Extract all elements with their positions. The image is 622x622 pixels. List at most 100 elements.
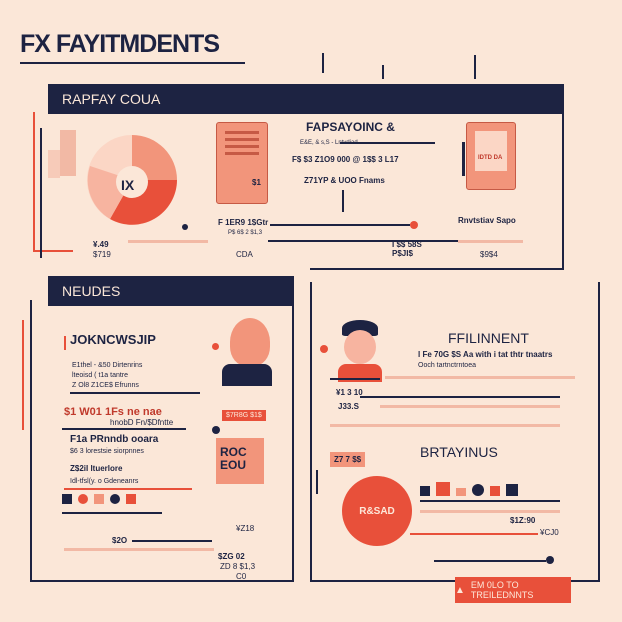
- section-title: JOKNCWSJIP: [70, 332, 156, 347]
- item-desc: Idl-tfsl(y. o Gdeneanrs: [70, 478, 139, 485]
- desc-line: E1thel - &50 Dirtenrins: [72, 362, 143, 369]
- pie-chart: [87, 135, 177, 225]
- section-title: BRTAYINUS: [420, 444, 498, 460]
- panel-right-border-right: [598, 282, 600, 582]
- desc-line: l Fe 70G $S Aa with i tat thtr tnaatrs: [418, 350, 553, 359]
- indicator-dot: [212, 426, 220, 434]
- accent-bar: [462, 142, 465, 176]
- badge-text: ROC EOU: [220, 445, 247, 472]
- person-body: [222, 364, 272, 386]
- left-value: $719: [93, 250, 111, 259]
- mid-value: F 1ER9 1$Gtr: [218, 218, 269, 227]
- panel-top-border-right: [562, 84, 564, 270]
- device-card-label: IDTD DA: [478, 155, 503, 161]
- stat-line: hnobD Fn/$Dfntte: [110, 418, 174, 427]
- panel-top-heading: RAPFAY COUA: [62, 91, 161, 107]
- indicator-dot: [212, 343, 219, 350]
- summary-line: Z71YP & UOO Fnams: [304, 176, 385, 185]
- stat-rule: [62, 428, 186, 430]
- connector-red: [33, 250, 73, 252]
- person-head: [344, 330, 376, 364]
- building-icon: [60, 130, 76, 176]
- person-illustration: [230, 318, 270, 366]
- faded-bar: [128, 240, 208, 243]
- progress-line: [360, 396, 560, 398]
- item-desc: $6 3 lorestsie siorpnnes: [70, 448, 144, 455]
- summary-line: F$ $3 Z1O9 000 @ 1$$ 3 L17: [292, 155, 399, 164]
- desc-line: lteoisd ( t1a tantre: [72, 372, 129, 379]
- summary-line: E&E, & s,S - Lntvdiad: [300, 140, 358, 146]
- stat-rule: [330, 378, 380, 380]
- box-icon: [456, 488, 466, 496]
- connector-red: [22, 320, 24, 430]
- value-badge: Z7 7 $$: [330, 452, 366, 467]
- desc-rule: [70, 392, 200, 394]
- desc-line: Z Ol8 Z1CE$ Efrunns: [72, 382, 139, 389]
- panel-left-heading: NEUDES: [62, 283, 121, 299]
- tag-badge: $7R8G $1$: [222, 410, 266, 421]
- building-icon: [48, 150, 60, 178]
- person-body: [338, 364, 382, 382]
- circle-icon: [78, 494, 88, 504]
- bottom-code: C0: [236, 572, 247, 581]
- badge-card: [216, 438, 264, 484]
- bottom-rule: [132, 540, 212, 542]
- panel-left-header: NEUDES: [48, 276, 294, 306]
- mid-value: P$ 6$ 2 $1,3: [228, 230, 263, 236]
- mid-value: I $$ 58S: [392, 240, 422, 249]
- bottom-value: $2O: [112, 536, 128, 545]
- box-icon: [94, 494, 104, 504]
- bottom-value: $ZG 02: [218, 552, 245, 561]
- cta-button[interactable]: ▲ EM 0LO TO TREILEDNNTS: [455, 577, 571, 603]
- box-icon: [420, 486, 430, 496]
- panel-left-border-right: [292, 276, 294, 582]
- right-label: Rnvtstiav Sapo: [458, 216, 516, 225]
- bottom-value: ZD 8 $1,3: [220, 562, 256, 571]
- panel-top-header: RAPFAY COUA: [48, 84, 564, 114]
- right-value: J33.S: [338, 402, 359, 411]
- document-card: [216, 122, 268, 204]
- bottom-value: ¥Z18: [236, 524, 255, 533]
- arrow-line: [434, 560, 546, 562]
- left-value: ¥.49: [93, 240, 109, 249]
- faded-bar: [64, 548, 214, 551]
- item-title: F1a PRnndb ooara: [70, 434, 159, 445]
- mid-value: P$JI$: [392, 249, 413, 258]
- text-rule: [340, 142, 435, 144]
- divider-tick: [474, 55, 476, 79]
- panel-left-border-bottom: [30, 580, 294, 582]
- device-card: [466, 122, 516, 190]
- icon-row-rule: [62, 512, 162, 514]
- mid-value: CDA: [236, 250, 253, 259]
- item-desc: Z$2iI ltuerlore: [70, 464, 123, 473]
- card-value: $1: [252, 178, 261, 187]
- progress-line: [270, 224, 410, 226]
- connector-navy: [40, 128, 42, 258]
- circle-badge-text: R&SAD: [359, 505, 395, 517]
- box-icon: [436, 482, 450, 496]
- panel-right-title: FFILINNENT: [448, 330, 529, 346]
- faded-bar: [385, 376, 575, 379]
- panel-right-border-left: [310, 282, 312, 582]
- section-title: FAPSAYOINC &: [306, 120, 395, 134]
- connector-red: [33, 112, 35, 252]
- box-icon: [490, 486, 500, 496]
- stat-line: $1 W01 1Fs ne nae: [64, 406, 162, 418]
- divider-tick: [382, 65, 384, 79]
- faded-bar: [420, 510, 560, 513]
- arrow-end-dot: [546, 556, 554, 564]
- circle-badge: R&SAD: [342, 476, 412, 546]
- faded-bar: [330, 424, 560, 427]
- right-value: ¥1 3 10: [336, 388, 363, 397]
- desc-line: Ooch tartnctrntoea: [418, 362, 476, 369]
- icon-row: [420, 482, 570, 496]
- divider-tick: [316, 470, 318, 494]
- cta-label: EM 0LO TO TREILEDNNTS: [470, 580, 534, 600]
- pie-slice: [132, 135, 177, 180]
- progress-dot: [410, 221, 418, 229]
- divider-tick: [322, 53, 324, 73]
- item-rule: [410, 533, 538, 535]
- box-icon: [62, 494, 72, 504]
- circle-icon: [472, 484, 484, 496]
- row-value: $1Z:90: [510, 516, 536, 525]
